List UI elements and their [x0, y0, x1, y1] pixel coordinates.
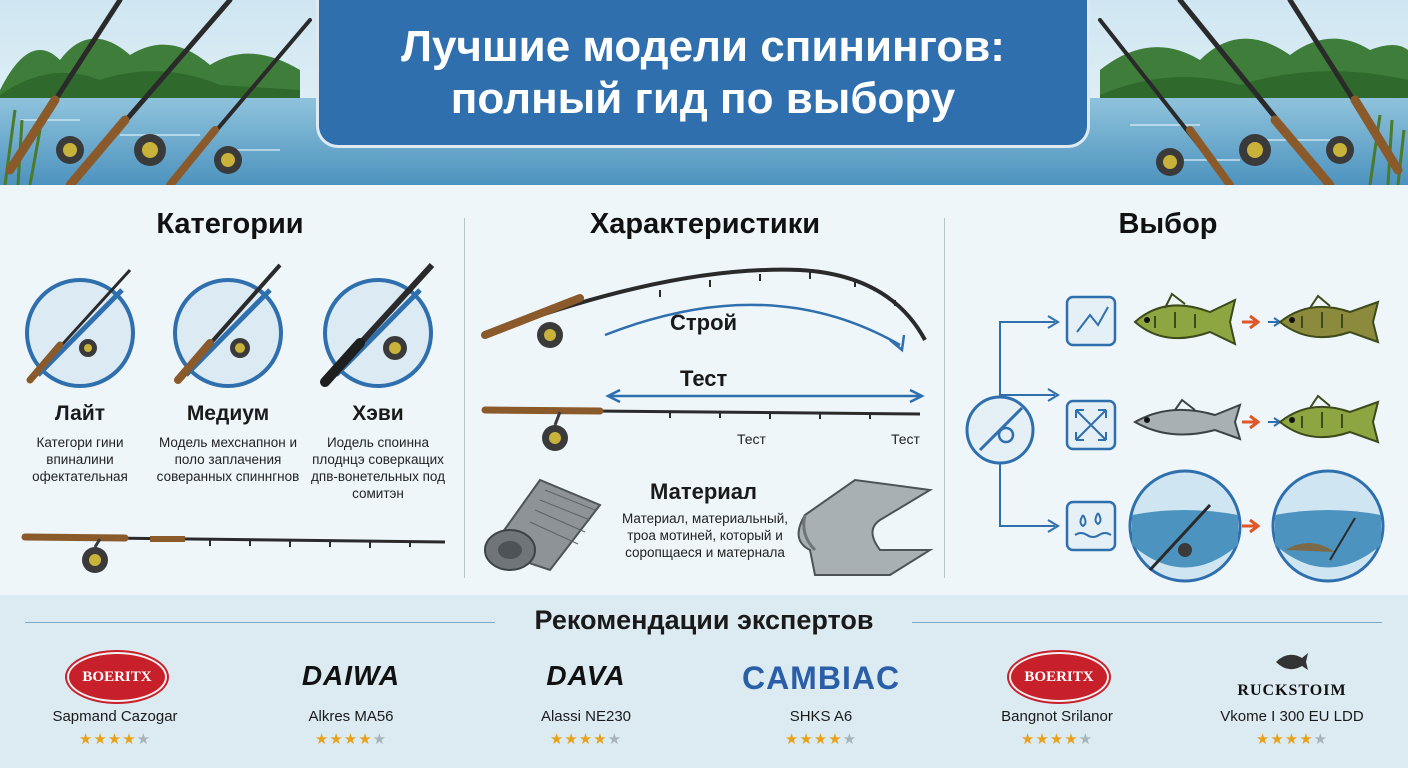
brand-logo: BOERITX [1009, 652, 1109, 702]
rating-stars: ★★★★★ [549, 731, 623, 748]
lure-action-icon [1065, 295, 1117, 347]
metal-sheet-illustration [797, 478, 934, 576]
material-desc: Материал, материальный, троа мотиней, ко… [621, 511, 789, 560]
recommendation-card[interactable]: DAVA Alassi NE230 ★★★★★ [486, 650, 686, 760]
model-name: Vkome I 300 EU LDD [1220, 708, 1364, 725]
model-name: SHKS A6 [789, 708, 853, 725]
brand-logo: CAMBIAC [741, 660, 901, 696]
recommendation-card[interactable]: BOERITX Bangnot Srilanor ★★★★★ [957, 650, 1157, 760]
section-divider [944, 218, 945, 578]
fabric-roll-illustration [484, 478, 602, 572]
heavy-rod-icon [320, 262, 435, 388]
test-label: Тест [680, 366, 728, 391]
model-name: Bangnot Srilanor [1001, 708, 1113, 725]
recommendations-title: Рекомендации экспертов [534, 605, 874, 635]
light-rod-icon [25, 268, 135, 388]
arrow-right-icon [1242, 518, 1261, 534]
header-banner: Лучшие модели спинингов: полный гид по в… [0, 0, 1408, 185]
pike-fish-left [1132, 398, 1242, 441]
model-name: Alkres MA56 [308, 708, 394, 725]
brand-logo: BOERITX [67, 652, 167, 702]
rating-stars: ★★★★★ [1020, 731, 1094, 748]
section-heading-categories: Категории [156, 208, 304, 240]
category-desc-heavy: Иодель споинна плоднцэ соверкащих дпв-во… [311, 435, 445, 501]
brand-logo: DAIWA [301, 660, 401, 691]
rating-stars: ★★★★★ [1255, 731, 1329, 748]
section-heading-choice: Выбор [1118, 208, 1218, 240]
recommendations-section [0, 595, 1408, 768]
recommendation-card[interactable]: RUCKSTOIM Vkome I 300 EU LDD ★★★★★ [1192, 650, 1392, 760]
section-divider [464, 218, 465, 578]
perch-fish-right [1278, 394, 1380, 444]
medium-rod-icon [173, 263, 283, 388]
perch-fish-left [1133, 292, 1237, 346]
page-title-line2: полный гид по выбору [450, 73, 956, 123]
category-name-light: Лайт [54, 402, 106, 425]
test-range-arrow [605, 388, 925, 404]
rating-stars: ★★★★★ [314, 731, 388, 748]
title-box: Лучшие модели спинингов: полный гид по в… [316, 0, 1090, 148]
category-name-heavy: Хэви [352, 402, 404, 425]
rating-stars: ★★★★★ [78, 731, 152, 748]
category-desc-light: Категори гини впиналини офектательная [32, 435, 128, 484]
test-mark-left: Тест [737, 431, 766, 447]
choice-flowchart [965, 292, 1385, 583]
model-name: Sapmand Cazogar [52, 708, 178, 725]
expand-arrows-icon [1065, 399, 1117, 451]
material-label: Материал [650, 479, 758, 504]
model-name: Alassi NE230 [540, 708, 632, 725]
brand-logo: RUCKSTOIM [1237, 682, 1347, 699]
water-scene-left [1128, 469, 1242, 583]
rating-stars: ★★★★★ [784, 731, 858, 748]
rod-reel-icon [965, 395, 1035, 465]
recommendation-card[interactable]: BOERITX Sapmand Cazogar ★★★★★ [15, 650, 215, 760]
bent-rod-illustration [481, 267, 927, 353]
recommendation-card[interactable]: CAMBIAC SHKS A6 ★★★★★ [721, 650, 921, 760]
arrow-right-icon [1242, 314, 1261, 330]
action-label: Строй [670, 310, 738, 335]
characteristics-illustration [481, 267, 934, 576]
straight-rod-illustration [481, 406, 921, 451]
category-desc-medium: Модель мехснапнон и поло заплачения сове… [156, 435, 300, 484]
test-mark-right: Тест [891, 431, 920, 447]
water-drops-icon [1065, 500, 1117, 552]
page-title-line1: Лучшие модели спинингов: [401, 21, 1005, 71]
recommendation-card[interactable]: DAIWA Alkres MA56 ★★★★★ [251, 650, 451, 760]
category-name-medium: Медиум [186, 402, 270, 425]
arrow-right-icon [1242, 414, 1261, 430]
zander-fish-right [1278, 294, 1380, 344]
long-rod-illustration [21, 533, 446, 573]
water-scene-right [1271, 469, 1385, 583]
brand-logo: DAVA [546, 660, 626, 691]
categories-illustration [21, 262, 446, 573]
fish-logo-icon [1276, 653, 1308, 670]
section-heading-characteristics: Характеристики [589, 208, 821, 240]
